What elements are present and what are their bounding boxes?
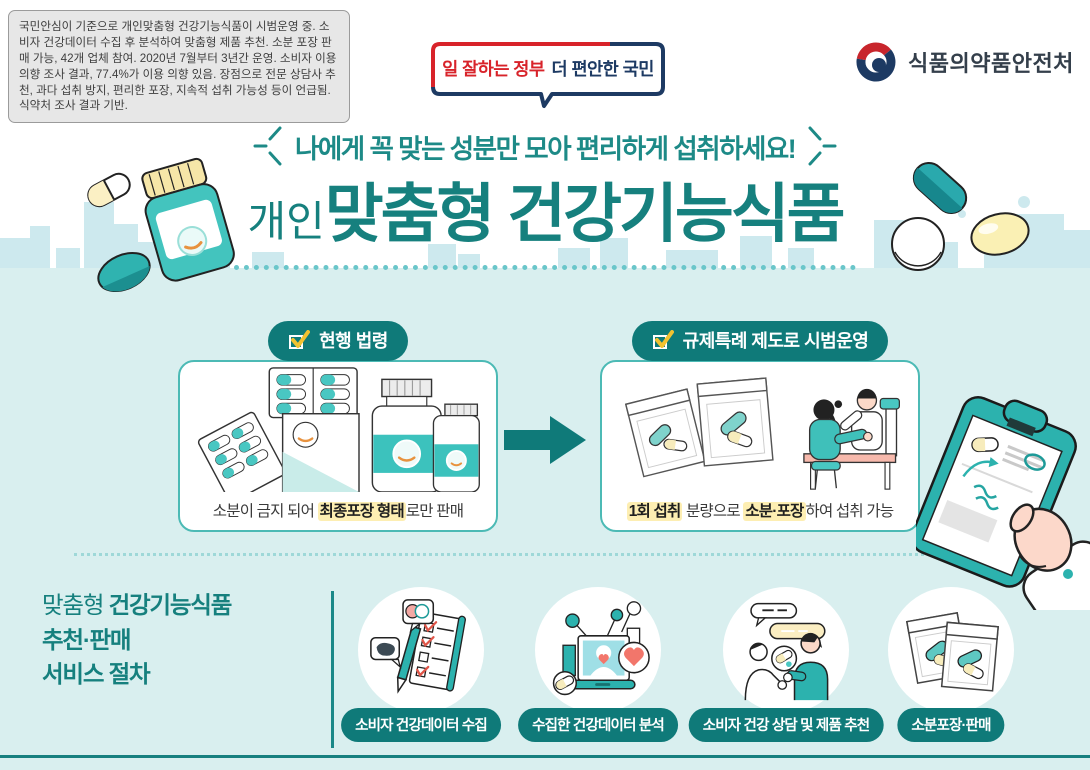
sparkle-left-icon: [253, 126, 282, 166]
current-law-badge: 현행 법령: [178, 321, 498, 361]
info-note: 국민안심이 기준으로 개인맞춤형 건강기능식품이 시범운영 중. 소비자 건강데…: [8, 10, 350, 124]
caption-text: 로만 판매: [405, 503, 464, 520]
step-label-data-collection: 소비자 건강데이터 수집: [341, 708, 501, 742]
hero-tagline: 나에게 꼭 맞는 성분만 모아 편리하게 섭취하세요!: [294, 133, 797, 164]
step-label-data-analysis: 수집한 건강데이터 분석: [518, 708, 678, 742]
hero-title-main: 맞춤형 건강기능식품: [324, 178, 846, 250]
hero-title: 개인맞춤형 건강기능식품: [0, 163, 1090, 270]
caption-text: 하여 섭취 가능: [805, 503, 895, 520]
process-title-bold: 건강기능식품: [108, 592, 233, 618]
step-circle-portion-pack: [888, 587, 1014, 713]
speech-bubble-frame-icon: [431, 42, 665, 108]
government-slogan-badge: 일 잘하는 정부 더 편안한 국민: [428, 40, 668, 110]
sparkle-right-icon: [808, 126, 837, 166]
process-title-line2: 추천·판매: [42, 626, 132, 653]
badge-check-icon: [652, 330, 674, 349]
consultation-illustration: [624, 377, 900, 490]
packaged-products-illustration: [197, 367, 480, 492]
clipboard-hand-illustration: [916, 395, 1090, 610]
bottom-border: [0, 755, 1090, 758]
step-label-portion-pack: 소분포장·판매: [897, 708, 1005, 742]
caption-text: 소분이 금지 되어: [212, 503, 318, 520]
caption-highlight: 1회 섭취: [626, 502, 683, 521]
current-law-badge-label: 현행 법령: [319, 331, 388, 351]
slogan-text-red: 일 잘하는 정부: [442, 59, 545, 79]
decor-pills-left-icon: [87, 157, 235, 293]
process-title: 맞춤형 건강기능식품 추천·판매 서비스 절차: [42, 588, 233, 692]
agency-name: 식품의약품안전처: [908, 51, 1074, 76]
taegeuk-emblem-icon: [856, 42, 896, 82]
pilot-program-badge: 규제특례 제도로 시범운영: [600, 321, 920, 361]
hero-tagline-row: 나에게 꼭 맞는 성분만 모아 편리하게 섭취하세요!: [0, 126, 1090, 166]
section-divider: [74, 553, 1014, 556]
step-label-consultation: 소비자 건강 상담 및 제품 추천: [688, 708, 884, 742]
pilot-program-badge-label: 규제특례 제도로 시범운영: [682, 331, 869, 351]
mfds-logo: 식품의약품안전처: [854, 40, 1074, 84]
slogan-text-navy: 더 편안한 국민: [551, 59, 655, 79]
health-data-checklist-icon: [370, 599, 466, 694]
consultation-people-icon: [744, 602, 829, 701]
process-title-regular: 맞춤형: [42, 592, 109, 618]
caption-text: 분량으로: [682, 503, 744, 520]
caption-highlight: 소분·포장: [743, 502, 806, 521]
step-circle-consultation: [723, 587, 849, 713]
decor-pills-right-icon: [891, 161, 1030, 271]
step-circle-data-analysis: [535, 587, 661, 713]
step-circle-data-collection: [358, 587, 484, 713]
badge-check-icon: [289, 330, 311, 349]
hero-title-prefix: 개인: [247, 198, 325, 245]
process-title-line3: 서비스 절차: [42, 661, 151, 688]
process-divider-line: [331, 591, 334, 748]
caption-highlight: 최종포장 형태: [317, 502, 406, 521]
data-analysis-laptop-icon: [552, 601, 650, 696]
flow-arrow-icon: [504, 416, 586, 464]
portion-pack-pouches-icon: [905, 611, 999, 692]
